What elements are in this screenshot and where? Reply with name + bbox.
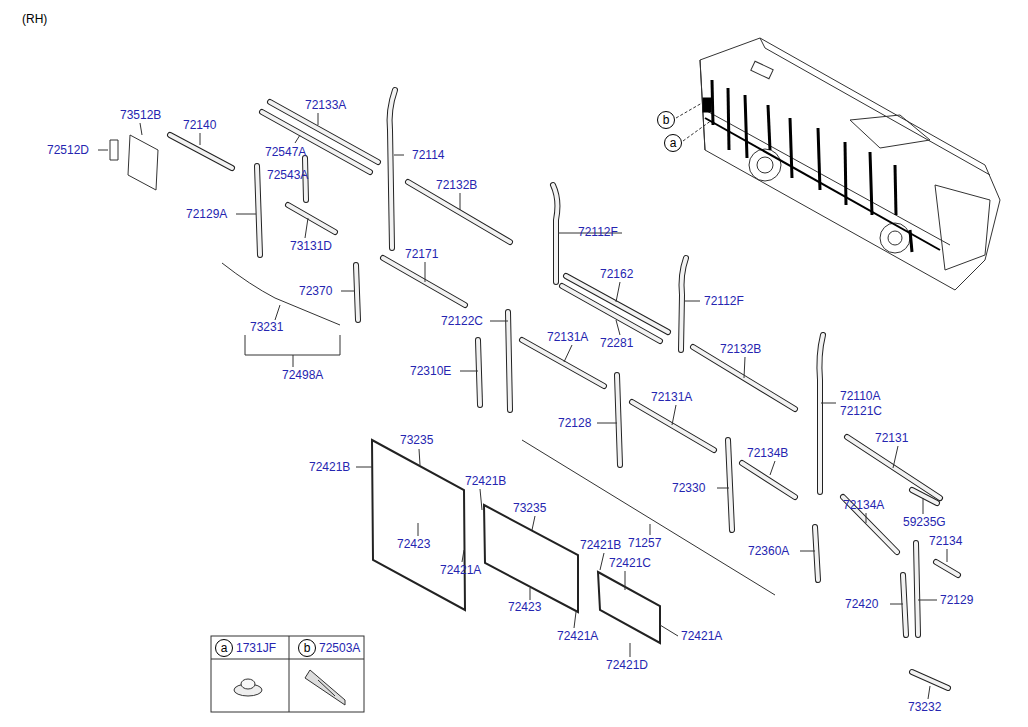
- part-number: 72129A: [186, 207, 227, 221]
- part-number: 73231: [250, 320, 283, 334]
- part-number: 72543A: [267, 168, 308, 182]
- part-number: 72134B: [747, 446, 788, 460]
- part-number: 72421A: [681, 629, 722, 643]
- callout-circle: b: [657, 111, 675, 129]
- part-number: 72122C: [441, 314, 483, 328]
- part-number: 73232: [908, 700, 941, 714]
- window-frames: [372, 440, 660, 643]
- part-number: 72512D: [47, 143, 89, 157]
- part-number: 72110A: [840, 389, 880, 403]
- part-number: 72421A: [440, 563, 481, 577]
- part-number: 72132B: [720, 342, 761, 356]
- part-number: 72420: [845, 597, 878, 611]
- part-number: 72423: [397, 537, 430, 551]
- part-number: 72129: [940, 593, 973, 607]
- part-number: 72114: [412, 148, 444, 162]
- part-number: 59235G: [903, 515, 946, 529]
- part-number: 72547A: [265, 145, 306, 159]
- bus-side-parts: [703, 80, 940, 252]
- callout-circle: a: [664, 134, 682, 152]
- part-number: 72421A: [557, 629, 598, 643]
- part-number: 1731JF: [236, 641, 276, 655]
- part-number: 72131: [875, 431, 908, 445]
- side-label: (RH): [22, 12, 47, 26]
- part-number: 72171: [405, 247, 438, 261]
- part-number: 72112F: [704, 294, 744, 308]
- part-number: 72421B: [580, 538, 621, 552]
- part-number: 72121C: [840, 404, 882, 418]
- part-number: 72133A: [305, 98, 346, 112]
- callout-letter: a: [221, 642, 228, 654]
- legend-table: [211, 636, 364, 712]
- part-number: 72421B: [309, 460, 350, 474]
- part-number: 72281: [600, 336, 633, 350]
- callout-circle: b: [298, 639, 316, 657]
- callout-letter: a: [670, 137, 677, 149]
- part-number: 72134: [929, 534, 962, 548]
- part-number: 72423: [508, 600, 541, 614]
- leader-lines: [98, 113, 947, 699]
- part-number: 72131A: [547, 330, 588, 344]
- part-number: 72112F: [578, 225, 618, 239]
- part-number: 72421C: [609, 556, 651, 570]
- part-number: 72498A: [282, 368, 323, 382]
- callout-letter: b: [304, 642, 311, 654]
- part-number: 72134A: [843, 498, 884, 512]
- part-number: 71257: [628, 536, 661, 550]
- part-number: 72310E: [410, 364, 451, 378]
- part-number: 72140: [183, 118, 216, 132]
- part-number: 72132B: [436, 178, 477, 192]
- callout-letter: b: [663, 114, 670, 126]
- part-number: 72131A: [651, 390, 692, 404]
- part-number: 72421D: [606, 658, 648, 672]
- part-number: 72162: [600, 267, 633, 281]
- part-number: 72128: [558, 416, 591, 430]
- part-number: 73512B: [120, 108, 161, 122]
- part-number: 73235: [513, 501, 546, 515]
- part-number: 72370: [299, 284, 332, 298]
- part-number: 72421B: [465, 474, 506, 488]
- callout-circle: a: [215, 639, 233, 657]
- bus-drawing: [700, 38, 1000, 290]
- part-number: 73131D: [290, 239, 332, 253]
- part-number: 72330: [672, 481, 705, 495]
- part-number: 72503A: [319, 641, 360, 655]
- trim-strips: [110, 90, 958, 688]
- part-number: 72360A: [748, 544, 789, 558]
- part-number: 73235: [400, 433, 433, 447]
